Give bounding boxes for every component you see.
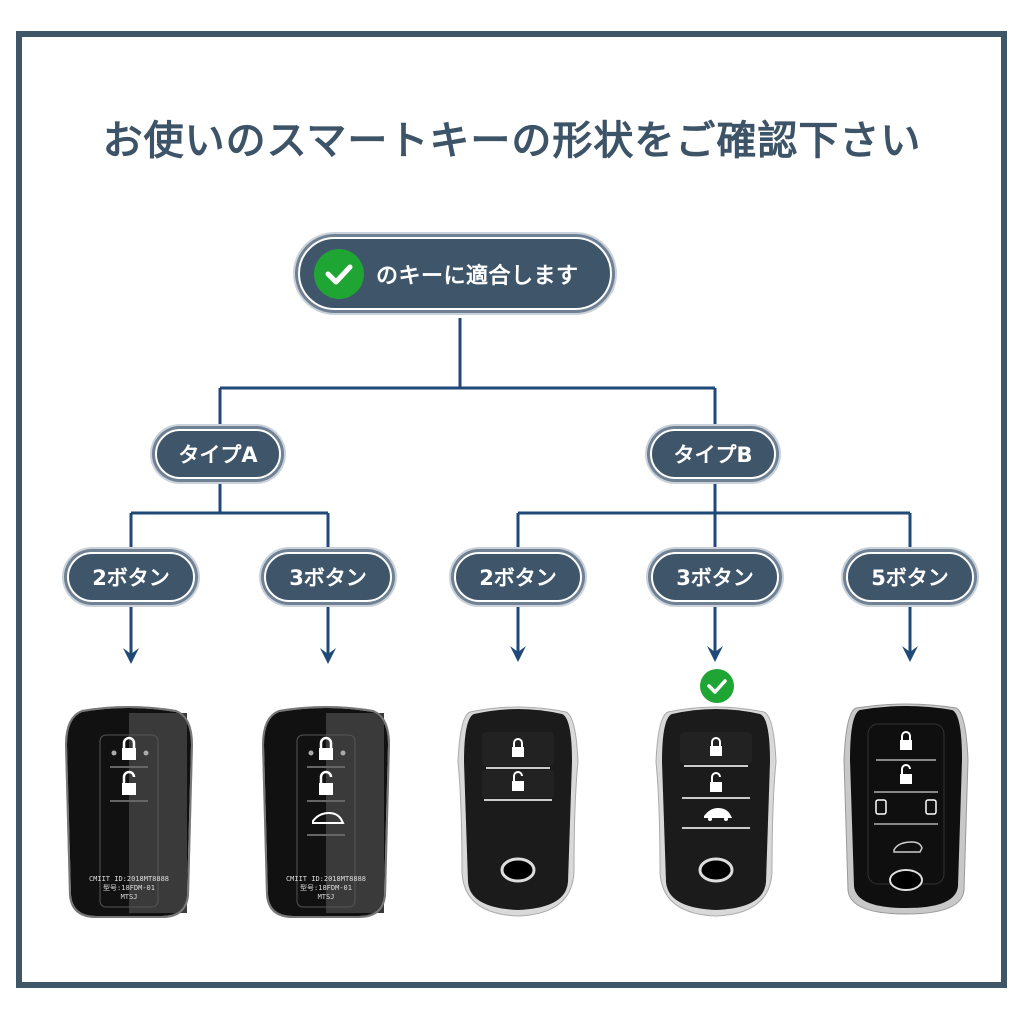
key-fob-type-a-2-button: CMIIT ID:2018MT8888 型号:18FDM-01 MTSJ bbox=[62, 705, 196, 920]
type-a-3-button-label: 3ボタン bbox=[264, 552, 392, 602]
type-b-3-button-label: 3ボタン bbox=[651, 552, 779, 602]
lock-icon bbox=[512, 738, 524, 757]
arrow-lines bbox=[129, 604, 912, 658]
lock-icon bbox=[122, 736, 136, 760]
key-engraving: CMIIT ID:2018MT8888 型号:18FDM-01 MTSJ bbox=[285, 875, 367, 901]
right-slide-door-icon bbox=[925, 799, 937, 815]
type-a-label: タイプA bbox=[155, 429, 281, 479]
check-icon bbox=[314, 248, 364, 299]
unlock-icon bbox=[122, 770, 136, 795]
compatibility-label: のキーに適合します bbox=[376, 263, 579, 289]
type-b-5-button-label: 5ボタン bbox=[846, 552, 974, 602]
connector-type-a bbox=[129, 481, 330, 550]
page-title: お使いのスマートキーの形状をご確認下さい bbox=[102, 118, 922, 164]
key-engraving: CMIIT ID:2018MT8888 型号:18FDM-01 MTSJ bbox=[88, 875, 170, 901]
unlock-icon bbox=[900, 764, 912, 784]
type-b-label: タイプB bbox=[650, 429, 776, 479]
trunk-icon bbox=[704, 808, 732, 821]
lock-icon bbox=[900, 731, 912, 750]
connector-root bbox=[218, 318, 717, 427]
unlock-icon bbox=[319, 770, 333, 795]
lock-icon bbox=[319, 736, 333, 760]
compatible-check-icon bbox=[700, 669, 734, 703]
key-fob-type-b-3-button bbox=[654, 702, 778, 920]
back-door-icon bbox=[893, 841, 923, 853]
arrow-head bbox=[707, 646, 723, 662]
key-fob-type-a-3-button: CMIIT ID:2018MT8888 型号:18FDM-01 MTSJ bbox=[259, 705, 393, 920]
arrow-head bbox=[320, 648, 336, 664]
unlock-icon bbox=[710, 772, 722, 792]
arrow-head bbox=[902, 646, 918, 662]
type-b-2-button-label: 2ボタン bbox=[454, 552, 582, 602]
trunk-icon bbox=[312, 811, 345, 824]
compatibility-badge: のキーに適合します bbox=[298, 237, 612, 310]
key-fob-type-b-5-button bbox=[842, 700, 970, 918]
key-fob-type-b-2-button bbox=[456, 702, 580, 920]
unlock-icon bbox=[512, 771, 524, 791]
arrow-head bbox=[123, 648, 139, 664]
connector-type-b bbox=[516, 481, 912, 550]
arrow-head bbox=[510, 646, 526, 662]
type-a-2-button-label: 2ボタン bbox=[67, 552, 195, 602]
left-slide-door-icon bbox=[875, 799, 887, 815]
lock-icon bbox=[710, 737, 722, 756]
